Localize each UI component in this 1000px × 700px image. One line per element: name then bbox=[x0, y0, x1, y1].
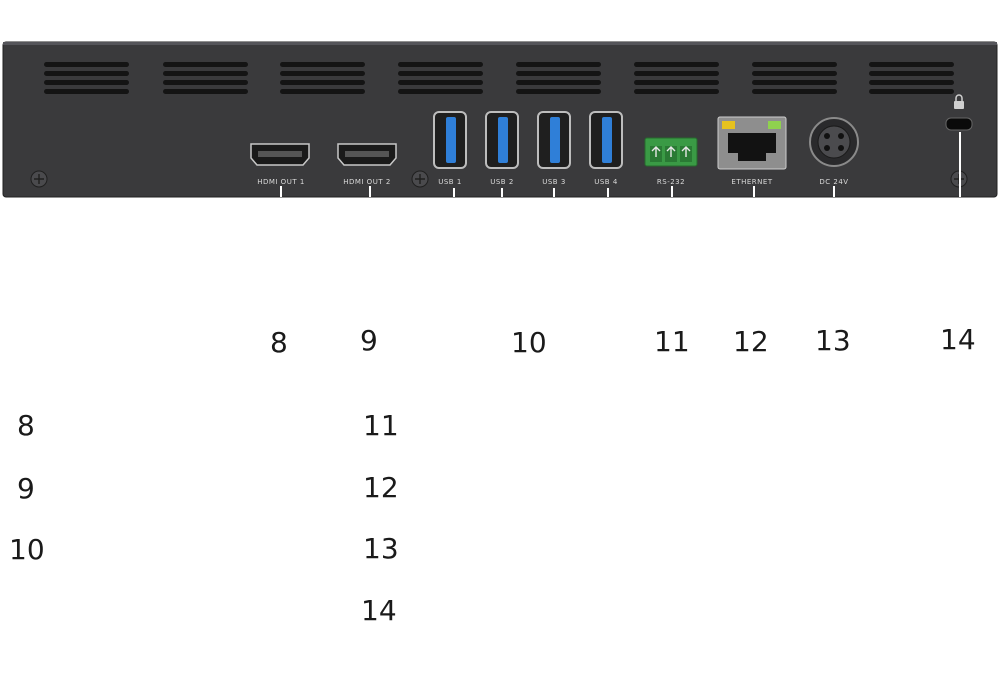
usb-2-label: USB 2 bbox=[490, 178, 514, 186]
screw-icon bbox=[411, 170, 429, 188]
callout-dc-24v: 13 bbox=[815, 324, 851, 357]
callout-hdmi-out-2: 9 bbox=[360, 324, 378, 357]
usb-4-port bbox=[589, 111, 623, 169]
callout-hdmi-out-1: 8 bbox=[270, 326, 288, 359]
usb-1-label: USB 1 bbox=[438, 178, 462, 186]
usb-1-port bbox=[433, 111, 467, 169]
dc-24v-label: DC 24V bbox=[819, 178, 848, 186]
usb-3-label: USB 3 bbox=[542, 178, 566, 186]
hdmi-out-2-label: HDMI OUT 2 bbox=[343, 178, 391, 186]
legend-item: 11 bbox=[363, 409, 399, 442]
rs-232-label: RS-232 bbox=[657, 178, 685, 186]
legend-item: 12 bbox=[363, 471, 399, 504]
legend-item: 14 bbox=[361, 594, 397, 627]
ethernet-label: ETHERNET bbox=[731, 178, 772, 186]
legend-item: 9 bbox=[17, 472, 35, 505]
legend-item: 8 bbox=[17, 409, 35, 442]
lock-icon bbox=[954, 94, 964, 109]
usb-2-port bbox=[485, 111, 519, 169]
callout-ethernet: 12 bbox=[733, 325, 769, 358]
hdmi-out-2-port bbox=[337, 143, 397, 166]
usb-3-port bbox=[537, 111, 571, 169]
dc-24v-jack bbox=[809, 117, 859, 167]
hdmi-out-1-label: HDMI OUT 1 bbox=[257, 178, 305, 186]
legend-item: 10 bbox=[9, 533, 45, 566]
callout-lock: 14 bbox=[940, 323, 976, 356]
callout-rs-232: 11 bbox=[654, 325, 690, 358]
usb-4-label: USB 4 bbox=[594, 178, 618, 186]
rs-232-terminal bbox=[644, 137, 698, 167]
lock-slot bbox=[945, 117, 973, 131]
hdmi-out-1-port bbox=[250, 143, 310, 166]
leader-lines bbox=[280, 132, 961, 197]
screw-icon bbox=[30, 170, 48, 188]
legend-item: 13 bbox=[363, 532, 399, 565]
callout-usb: 10 bbox=[511, 326, 547, 359]
ethernet-port bbox=[717, 116, 787, 170]
vent-slots bbox=[44, 62, 954, 94]
